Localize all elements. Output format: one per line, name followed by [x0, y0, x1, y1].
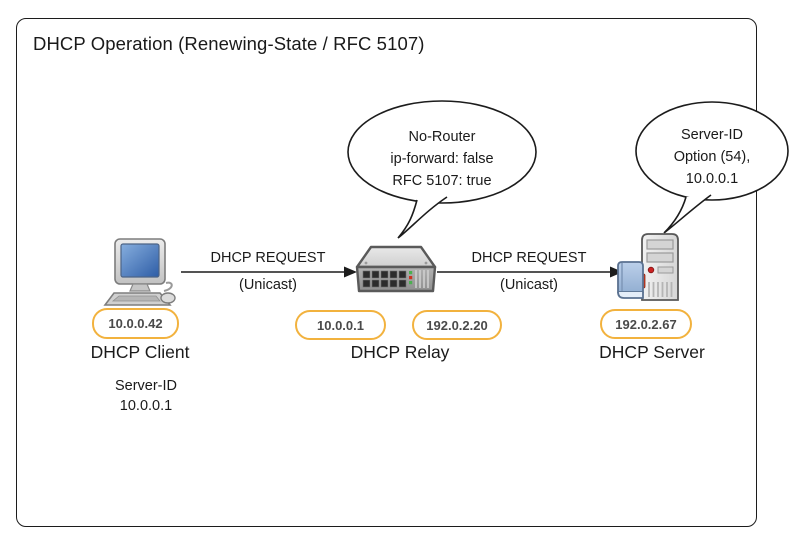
network-switch-icon — [355, 245, 437, 293]
relay-ip-badge-left: 10.0.0.1 — [295, 310, 386, 340]
client-to-relay-sublabel: (Unicast) — [238, 277, 297, 293]
client-server-id-note: Server-ID 10.0.0.1 — [66, 376, 226, 416]
server-bubble-text: Server-ID Option (54), 10.0.0.1 — [634, 124, 790, 190]
relay-to-server-sublabel: (Unicast) — [499, 277, 558, 293]
client-label: DHCP Client — [90, 342, 190, 362]
server-ip-badge: 192.0.2.67 — [600, 309, 692, 339]
relay-bubble-text: No-Router ip-forward: false RFC 5107: tr… — [347, 126, 537, 192]
client-ip-value: 10.0.0.42 — [108, 316, 163, 331]
server-tower-icon — [617, 233, 679, 301]
relay-to-server-label: DHCP REQUEST — [471, 250, 587, 266]
client-note-line1: Server-ID — [114, 378, 178, 394]
client-to-relay-label: DHCP REQUEST — [210, 250, 326, 266]
client-ip-badge: 10.0.0.42 — [92, 308, 179, 339]
server-ip-value: 192.0.2.67 — [615, 316, 677, 332]
client-note-line2: 10.0.0.1 — [119, 398, 173, 414]
server-bubble-line2: Option (54), — [673, 149, 751, 165]
relay-bubble-line1: No-Router — [408, 129, 476, 145]
relay-ip-left-value: 10.0.0.1 — [317, 317, 364, 333]
server-label: DHCP Server — [599, 342, 705, 362]
relay-bubble-line2: ip-forward: false — [390, 151, 494, 167]
diagram-title: DHCP Operation (Renewing-State / RFC 510… — [33, 33, 425, 54]
relay-label: DHCP Relay — [350, 342, 450, 362]
desktop-computer-icon — [103, 238, 176, 306]
server-bubble-line3: 10.0.0.1 — [685, 171, 739, 187]
relay-ip-right-value: 192.0.2.20 — [426, 317, 488, 333]
relay-ip-badge-right: 192.0.2.20 — [412, 310, 502, 340]
server-bubble-line1: Server-ID — [680, 127, 744, 143]
relay-bubble-line3: RFC 5107: true — [392, 173, 492, 189]
